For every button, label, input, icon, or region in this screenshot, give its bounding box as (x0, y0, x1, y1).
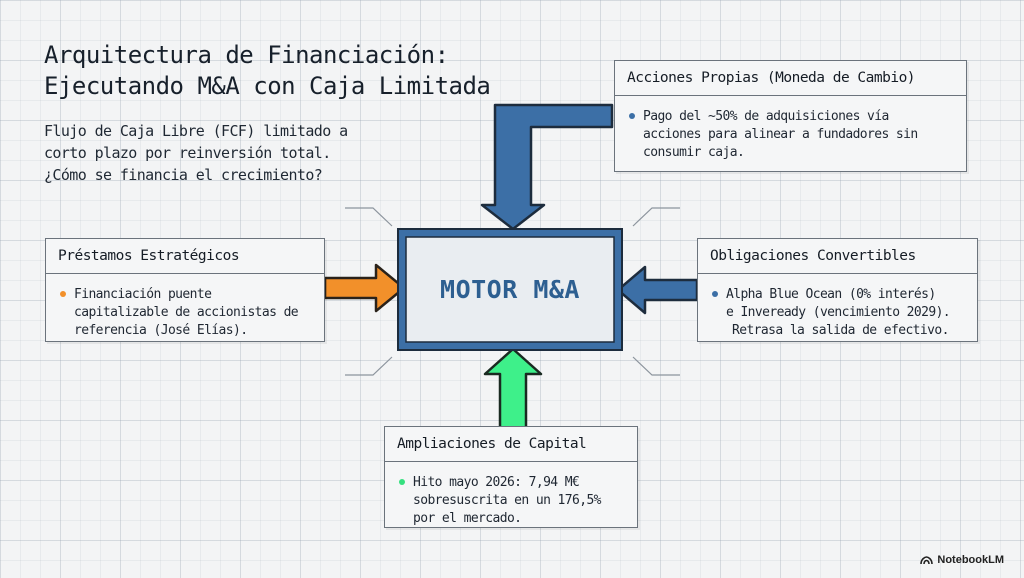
card-line: Retrasa la salida de efectivo. (732, 323, 949, 338)
card-acciones-propias: Acciones Propias (Moneda de Cambio) Pago… (614, 60, 967, 172)
card-body: Alpha Blue Ocean (0% interés) e Inveread… (698, 274, 977, 340)
card-ampliaciones-capital: Ampliaciones de Capital Hito mayo 2026: … (384, 426, 638, 528)
intro-line-2: corto plazo por reinversión total. (44, 144, 331, 162)
bullet-icon (629, 113, 635, 119)
card-line: consumir caja. (643, 145, 745, 160)
card-line: por el mercado. (413, 511, 522, 526)
card-body: Pago del ~50% de adquisiciones vía accio… (615, 96, 966, 162)
card-line: referencia (José Elías). (74, 323, 248, 338)
card-line: capitalizable de accionistas de (74, 305, 299, 320)
card-line: Hito mayo 2026: 7,94 M€ (413, 475, 580, 490)
card-title: Ampliaciones de Capital (385, 427, 637, 462)
card-body: Hito mayo 2026: 7,94 M€ sobresuscrita en… (385, 462, 637, 528)
bullet-icon (712, 291, 718, 297)
motor-ma-label: MOTOR M&A (440, 275, 580, 304)
card-obligaciones-convertibles: Obligaciones Convertibles Alpha Blue Oce… (697, 238, 978, 342)
watermark-label: NotebookLM (937, 554, 1004, 566)
card-prestamos-estrategicos: Préstamos Estratégicos Financiación puen… (45, 238, 325, 342)
arrow-obligaciones (616, 265, 699, 315)
card-title: Acciones Propias (Moneda de Cambio) (615, 61, 966, 96)
arrow-ampliaciones (483, 347, 543, 430)
card-line: Alpha Blue Ocean (0% interés) (726, 287, 936, 302)
title-line-1: Arquitectura de Financiación: (44, 41, 449, 69)
motor-box (397, 228, 623, 351)
card-line: e Inveready (vencimiento 2029). (726, 305, 951, 320)
card-body: Financiación puente capitalizable de acc… (46, 274, 324, 340)
card-title: Obligaciones Convertibles (698, 239, 977, 274)
intro-line-1: Flujo de Caja Libre (FCF) limitado a (44, 122, 348, 140)
card-line: Financiación puente (74, 287, 212, 302)
corner-guide-lines (345, 207, 680, 376)
card-line: sobresuscrita en un 176,5% (413, 493, 602, 508)
card-title: Préstamos Estratégicos (46, 239, 324, 274)
arrow-acciones-propias (480, 103, 614, 231)
page-title: Arquitectura de Financiación: Ejecutando… (44, 40, 491, 102)
card-line: acciones para alinear a fundadores sin (643, 127, 918, 142)
intro-line-3: ¿Cómo se financia el crecimiento? (44, 166, 323, 184)
intro-text: Flujo de Caja Libre (FCF) limitado a cor… (44, 120, 348, 186)
card-line: Pago del ~50% de adquisiciones vía (643, 109, 889, 124)
notebooklm-logo-icon (920, 555, 934, 564)
bullet-icon (60, 291, 66, 297)
arrow-prestamos (323, 263, 406, 313)
title-line-2: Ejecutando M&A con Caja Limitada (44, 72, 491, 100)
bullet-icon (399, 479, 405, 485)
notebooklm-watermark: NotebookLM (920, 554, 1004, 566)
